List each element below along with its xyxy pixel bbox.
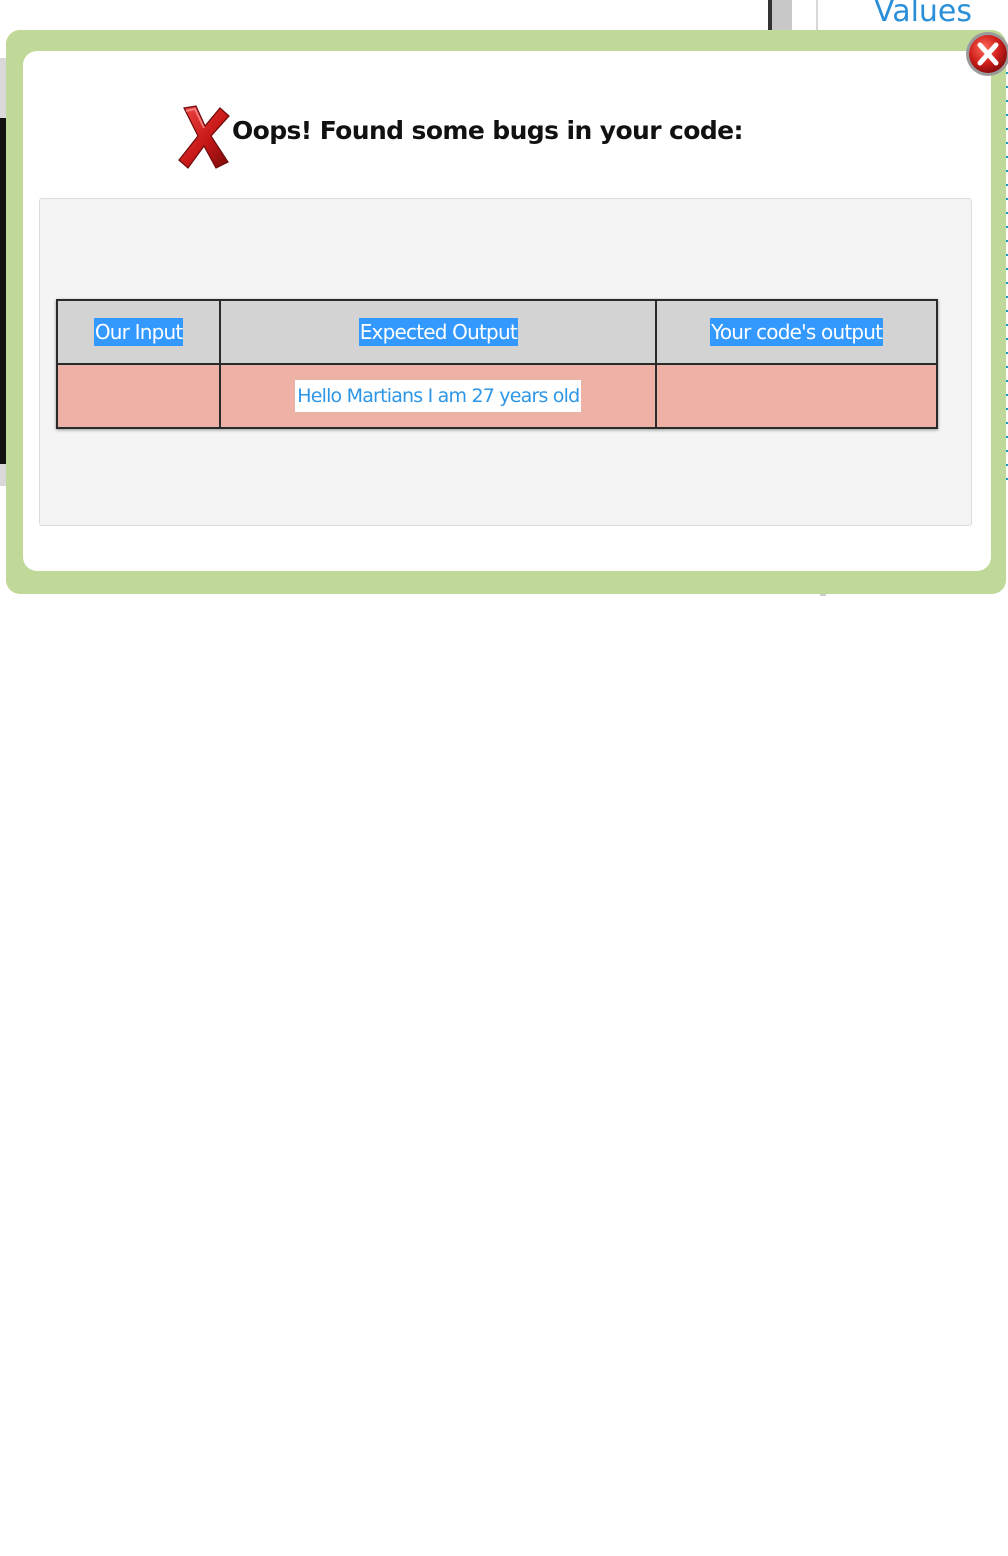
error-x-icon: [178, 105, 230, 169]
header-our-input: Our Input: [55, 299, 222, 365]
close-circle-icon: [966, 32, 1008, 76]
header-expected-output: Expected Output: [219, 299, 658, 365]
table-row: Hello Martians I am 27 years old: [55, 363, 938, 429]
background-editor-edge: [0, 118, 8, 464]
cell-expected-output: Hello Martians I am 27 years old: [219, 363, 658, 429]
results-table: Our Input Expected Output Your code's ou…: [55, 299, 938, 429]
dialog-title: Oops! Found some bugs in your code:: [232, 115, 744, 145]
background-separator: [816, 0, 818, 40]
table-header-row: Our Input Expected Output Your code's ou…: [55, 299, 938, 365]
close-button[interactable]: [964, 25, 1008, 83]
background-divider: [768, 0, 772, 40]
cell-your-output: [655, 363, 938, 429]
dialog-header: Oops! Found some bugs in your code:: [176, 102, 744, 172]
values-link[interactable]: Values: [874, 0, 973, 29]
cell-our-input: [55, 363, 222, 429]
header-your-output: Your code's output: [655, 299, 938, 365]
background-right-edge: [1004, 60, 1008, 480]
